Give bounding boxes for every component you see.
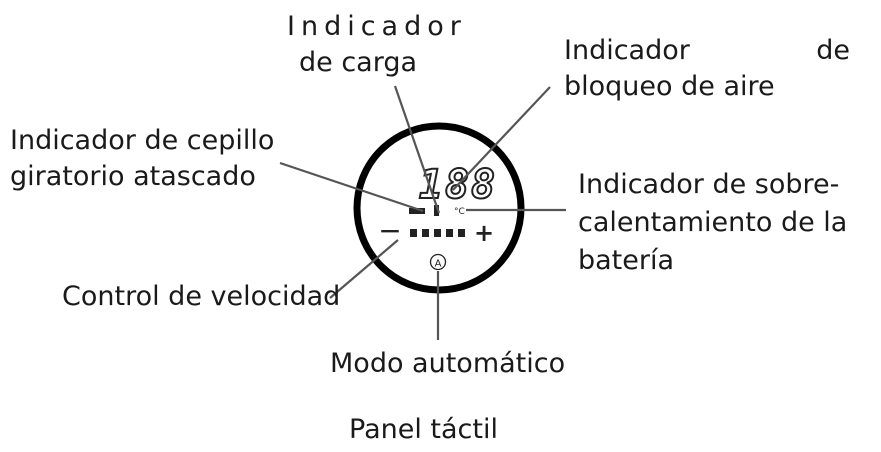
heat-label-line1: Indicador de sobre- [578,169,840,200]
leader-brush [279,161,424,213]
temperature-icon: °C [454,207,465,217]
leader-air [452,86,551,191]
air-label-line2: bloqueo de aire [564,71,775,102]
heat-label-line3: batería [578,245,675,276]
brush-label-line1: Indicador de cepillo [10,125,275,156]
charge-label-line2: de carga [299,47,418,78]
speed-segment [458,229,465,237]
svg-text:A: A [435,259,442,270]
speed-minus-button[interactable]: − [378,214,401,247]
leader-speed [329,239,399,299]
panel-caption: Panel táctil [349,414,498,445]
auto-mode-icon[interactable] [429,253,447,271]
speed-segment [422,229,429,237]
leader-charge [393,85,441,214]
brush-jam-icon [409,208,425,214]
auto-label: Modo automático [330,348,566,379]
air-label-line1: Indicador de [564,35,850,66]
air-blockage-icon [434,205,439,216]
speed-segment [410,229,417,237]
speed-label: Control de velocidad [62,281,341,312]
speed-level-bar [410,229,465,237]
charge-label-line1: Indicador [287,11,467,42]
speed-segment [446,229,453,237]
brush-label-line2: giratorio atascado [10,161,256,192]
speed-segment [434,229,441,237]
speed-plus-button[interactable]: + [474,219,494,247]
heat-label-line2: calentamiento de la [578,207,848,238]
